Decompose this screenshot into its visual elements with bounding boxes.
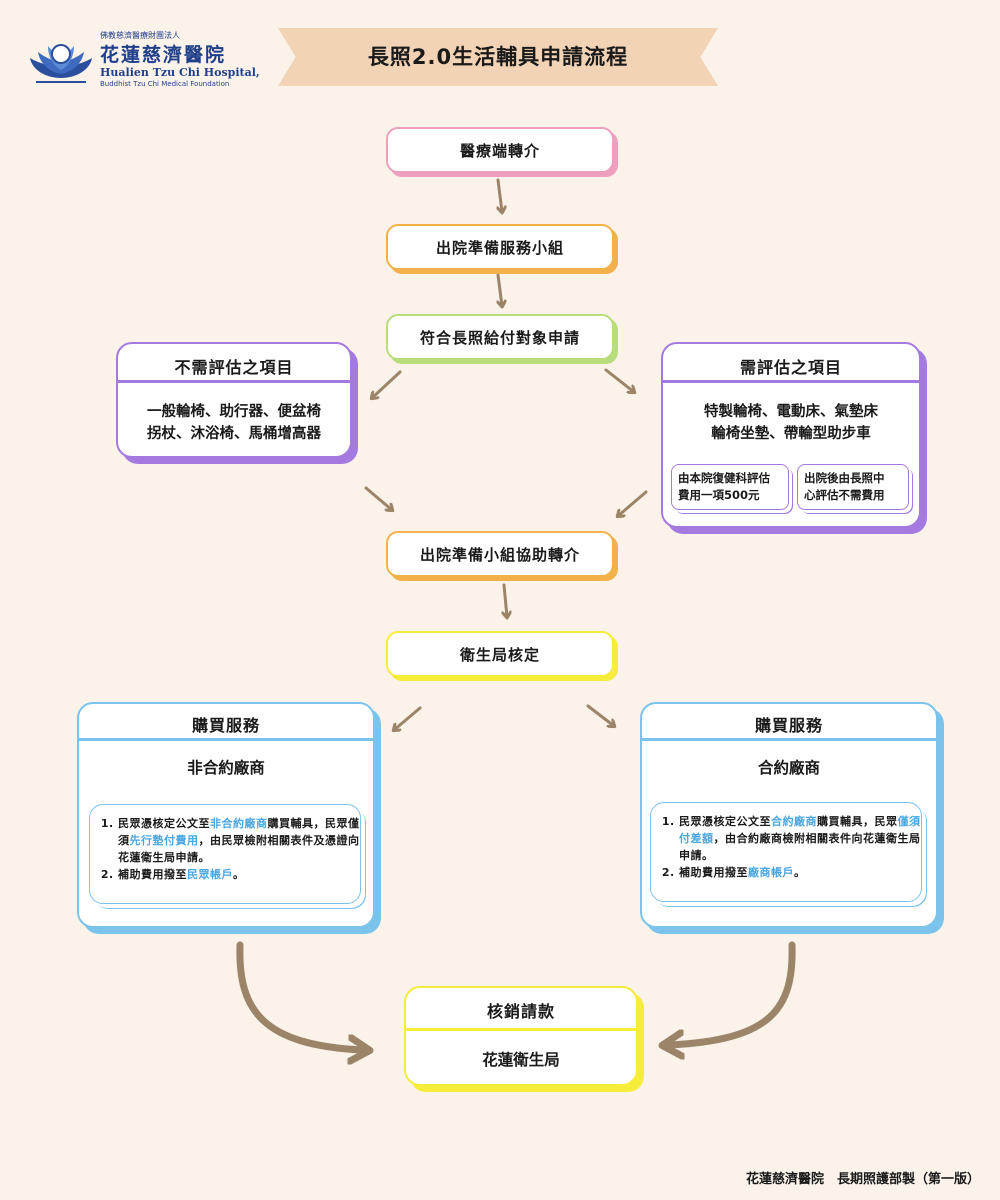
assessment-option-rehab: 由本院復健科評估 費用一項500元 [671,464,789,510]
panel-purchase-contract: 購買服務 合約廠商 民眾憑核定公文至合約廠商購買輔具，民眾僅須付差額，由合約廠商… [640,702,938,928]
step-medical-referral: 醫療端轉介 [386,127,614,173]
ltc-line-1: 出院後由長照中 [804,471,885,485]
logo-org-text: 佛教慈濟醫療財團法人 [100,31,180,40]
divider [406,1028,636,1031]
final-title: 核銷請款 [486,1002,555,1021]
logo-hospital-en: Hualien Tzu Chi Hospital, [100,66,260,79]
purchase-right-item-2: 補助費用撥至廠商帳戶。 [679,864,921,881]
panel-reimbursement: 核銷請款 花蓮衛生局 [404,986,638,1086]
assessment-items-2: 輪椅坐墊、帶輪型助步車 [711,426,871,442]
final-body: 花蓮衛生局 [482,1051,560,1069]
purchase-left-item-1: 民眾憑核定公文至非合約廠商購買輔具，民眾僅須先行墊付費用，由民眾檢附相關表件及憑… [118,815,360,866]
arrow-right-to-final [670,941,796,1045]
arrow-from-right-panel [618,490,648,516]
hospital-logo: 佛教慈濟醫療財團法人 花蓮慈濟醫院 Hualien Tzu Chi Hospit… [28,30,268,94]
arrow-to-right-panel [604,368,634,392]
logo-foundation-en: Buddhist Tzu Chi Medical Foundation [100,80,230,88]
title-banner [278,28,718,86]
arrow-down-2 [498,273,502,306]
rehab-line-1: 由本院復健科評估 [678,471,770,485]
divider [79,738,373,741]
arrow-to-left-purchase [394,706,422,730]
arrow-to-left-panel [372,370,402,398]
arrow-to-right-purchase [586,704,614,726]
arrow-left-to-final [236,941,362,1050]
purchase-left-subtitle: 非合約廠商 [187,759,265,777]
page-title: 長照2.0生活輔具申請流程 [367,45,629,69]
panel-no-assessment-title: 不需評估之項目 [174,358,294,377]
purchase-left-title: 購買服務 [191,716,260,735]
step-health-bureau-approval: 衛生局核定 [386,631,614,677]
lotus-logo-icon [30,44,92,83]
purchase-right-subtitle: 合約廠商 [757,759,820,777]
ltc-line-2: 心評估不需費用 [804,488,885,502]
divider [663,380,919,383]
logo-hospital-cn: 花蓮慈濟醫院 [100,44,227,66]
arrow-from-left-panel [364,486,392,510]
panel-no-assessment: 不需評估之項目 一般輪椅、助行器、便盆椅 拐杖、沐浴椅、馬桶增高器 [116,342,352,458]
arrow-down-3 [504,583,507,617]
purchase-right-item-1: 民眾憑核定公文至合約廠商購買輔具，民眾僅須付差額，由合約廠商檢附相關表件向花蓮衛… [679,813,921,864]
assessment-items-1: 特製輪椅、電動床、氣墊床 [704,404,878,420]
step-team-referral: 出院準備小組協助轉介 [386,531,614,577]
arrow-down-1 [498,178,502,212]
panel-assessment-required: 需評估之項目 特製輪椅、電動床、氣墊床 輪椅坐墊、帶輪型助步車 由本院復健科評估… [661,342,921,528]
panel-assessment-title: 需評估之項目 [739,358,842,377]
purchase-right-details: 民眾憑核定公文至合約廠商購買輔具，民眾僅須付差額，由合約廠商檢附相關表件向花蓮衛… [650,802,922,902]
purchase-left-details: 民眾憑核定公文至非合約廠商購買輔具，民眾僅須先行墊付費用，由民眾檢附相關表件及憑… [89,804,361,904]
purchase-right-title: 購買服務 [754,716,823,735]
purchase-left-item-2: 補助費用撥至民眾帳戶。 [118,866,360,883]
divider [118,380,350,383]
footer-credit: 花蓮慈濟醫院 長期照護部製（第一版） [745,1172,980,1187]
no-assessment-items-2: 拐杖、沐浴椅、馬桶增高器 [147,426,321,442]
divider [642,738,936,741]
step-discharge-team: 出院準備服務小組 [386,224,614,270]
step-eligibility-application: 符合長照給付對象申請 [386,314,614,360]
rehab-line-2: 費用一項500元 [678,488,760,502]
assessment-option-ltc-center: 出院後由長照中 心評估不需費用 [797,464,909,510]
no-assessment-items-1: 一般輪椅、助行器、便盆椅 [147,404,321,420]
panel-purchase-non-contract: 購買服務 非合約廠商 民眾憑核定公文至非合約廠商購買輔具，民眾僅須先行墊付費用，… [77,702,375,928]
